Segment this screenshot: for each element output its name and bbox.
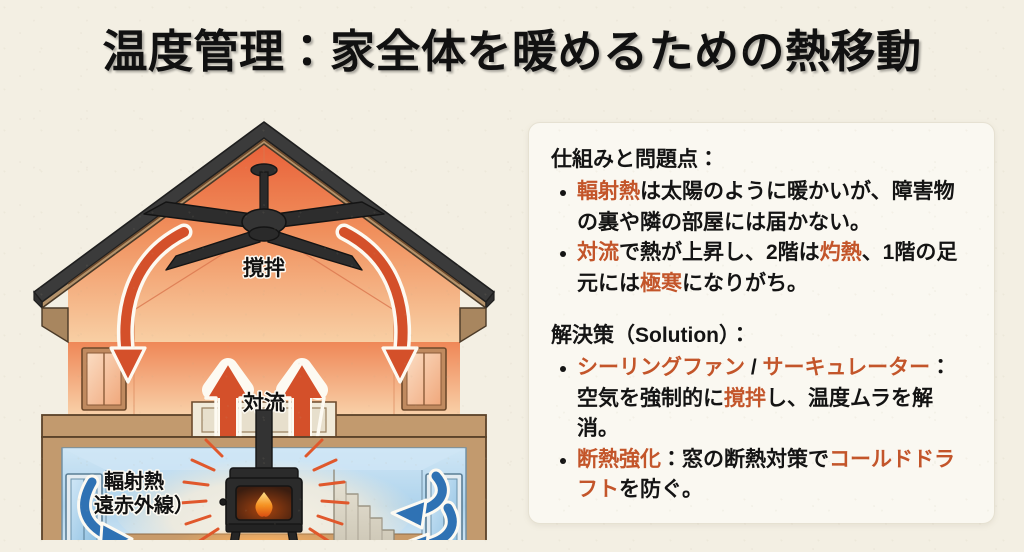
cold-draft-arrow-right-lower (407, 500, 460, 540)
solution-bullet-list: シーリングファン / サーキュレーター：空気を強制的に撹拌し、温度ムラを解消。 … (551, 353, 970, 506)
bullet-text-3: シーリングファン / サーキュレーター：空気を強制的に撹拌し、温度ムラを解消。 (577, 356, 952, 440)
cold-draft-arrow-right-upper (390, 468, 450, 530)
stove-handle (219, 498, 227, 506)
info-panel: 仕組みと問題点： 輻射熱は太陽のように暖かいが、障害物の裏や隣の部屋には届かない… (528, 122, 995, 524)
cold-draft-arrow-left-upper (77, 474, 134, 540)
house-heat-diagram: 撹拌 対流 (16, 110, 516, 540)
circulation-arrow-right (335, 223, 419, 384)
fan-light-cap (248, 226, 280, 242)
staircase (333, 469, 395, 540)
mechanism-bullet-list: 輻射熱は太陽のように暖かいが、障害物の裏や隣の部屋には届かない。 対流で熱が上昇… (551, 177, 970, 299)
gable-left (41, 307, 69, 344)
stove-leg-right (287, 531, 298, 540)
list-item: 断熱強化：窓の断熱対策でコールドドラフトを防ぐ。 (551, 445, 970, 506)
list-item: 対流で熱が上昇し、2階は灼熱、1階の足元には極寒になりがち。 (551, 238, 970, 299)
section-heading-mechanism: 仕組みと問題点： (551, 148, 719, 171)
label-convection: 対流 (243, 391, 285, 415)
section-heading-solution: 解決策（Solution）： (551, 324, 751, 347)
second-floor-window-left (81, 347, 127, 411)
fire-flame (255, 492, 273, 517)
stove-leg-left (230, 531, 241, 540)
stove-flue-pipe (255, 409, 273, 471)
wood-stove (219, 409, 303, 540)
gable-right (459, 307, 487, 344)
bullet-text-4: 断熱強化：窓の断熱対策でコールドドラフトを防ぐ。 (577, 447, 955, 502)
second-floor-window-right (401, 347, 447, 411)
list-item: シーリングファン / サーキュレーター：空気を強制的に撹拌し、温度ムラを解消。 (551, 353, 970, 445)
label-agitation: 撹拌 (243, 256, 285, 280)
stove-base-lip (225, 523, 303, 533)
bullet-text-1: 輻射熱は太陽のように暖かいが、障害物の裏や隣の部屋には届かない。 (577, 180, 955, 234)
section-spacer (551, 299, 970, 321)
circulation-arrow-left (109, 223, 193, 384)
floor-warm-glow (172, 528, 356, 540)
ceiling-fan (143, 163, 385, 271)
bullet-text-2: 対流で熱が上昇し、2階は灼熱、1階の足元には極寒になりがち。 (577, 241, 958, 295)
list-item: 輻射熱は太陽のように暖かいが、障害物の裏や隣の部屋には届かない。 (551, 177, 970, 238)
page-title: 温度管理：家全体を暖めるための熱移動 (102, 26, 922, 77)
radiant-heat-rays (178, 438, 350, 540)
label-radiant-heat: 輻射熱 (104, 469, 164, 493)
house-svg: 撹拌 対流 (33, 121, 495, 540)
fan-downrod (259, 171, 269, 211)
